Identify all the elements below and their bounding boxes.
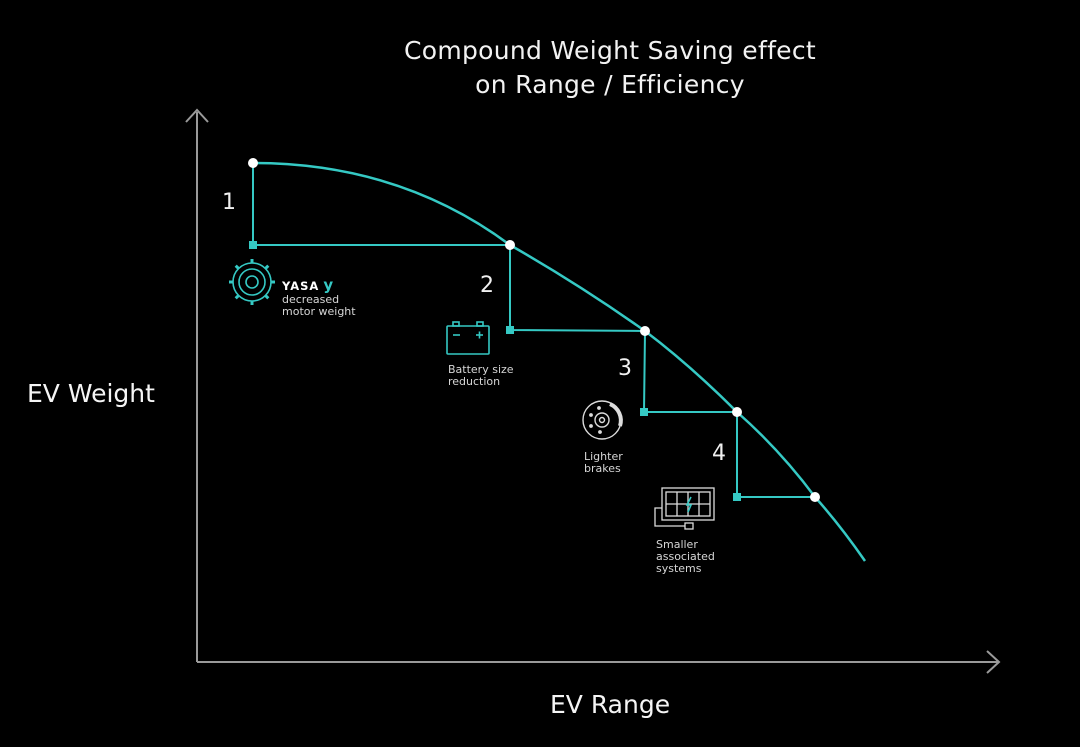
y-axis-arrow <box>185 108 209 123</box>
step-number-3: 3 <box>618 356 632 381</box>
curve-point-2 <box>640 326 650 336</box>
caption-step-2: Battery size reduction <box>448 364 514 388</box>
caption-step-1: decreased motor weight <box>282 294 356 318</box>
curve-point-start <box>248 158 258 168</box>
corner-marker-4 <box>733 493 741 501</box>
title-line-2: on Range / Efficiency <box>475 70 745 99</box>
caption-step-2-line-2: reduction <box>448 375 501 388</box>
step-number-2: 2 <box>480 273 494 298</box>
step-1-lines <box>252 163 510 246</box>
weight-range-curve <box>252 161 867 562</box>
battery-icon <box>446 321 490 355</box>
caption-step-3-line-2: brakes <box>584 462 621 475</box>
corner-marker-1 <box>249 241 257 249</box>
title-line-1: Compound Weight Saving effect <box>403 36 817 65</box>
caption-step-3: Lighter brakes <box>584 451 623 475</box>
corner-marker-3 <box>640 408 648 416</box>
solar-system-icon <box>654 487 715 530</box>
step-lines <box>252 163 815 498</box>
caption-step-1-line-1: decreased <box>282 293 340 306</box>
caption-step-4-line-3: systems <box>656 562 702 575</box>
corner-markers <box>249 241 741 501</box>
curve-points <box>248 158 820 502</box>
step-number-4: 4 <box>712 441 726 466</box>
step-number-1: 1 <box>222 190 236 215</box>
x-axis-arrow <box>986 650 1001 674</box>
curve-point-4 <box>810 492 820 502</box>
caption-step-4-line-2: associated <box>656 550 715 563</box>
caption-step-2-line-1: Battery size <box>448 363 514 376</box>
yasa-wordmark: YASA <box>282 279 320 293</box>
corner-marker-2 <box>506 326 514 334</box>
caption-step-4: Smaller associated systems <box>656 539 715 575</box>
y-axis-label: EV Weight <box>27 379 155 408</box>
caption-step-1-line-2: motor weight <box>282 305 356 318</box>
x-axis-label: EV Range <box>550 690 671 719</box>
caption-step-4-line-1: Smaller <box>656 538 698 551</box>
curve-point-3 <box>732 407 742 417</box>
yasa-y-mark-icon: y <box>323 276 335 294</box>
caption-step-3-line-1: Lighter <box>584 450 623 463</box>
brake-disc-icon <box>582 400 623 440</box>
motor-gear-icon <box>229 259 275 305</box>
diagram-title: Compound Weight Saving effect on Range /… <box>340 34 880 102</box>
curve-point-1 <box>505 240 515 250</box>
step-4-lines <box>736 412 815 498</box>
